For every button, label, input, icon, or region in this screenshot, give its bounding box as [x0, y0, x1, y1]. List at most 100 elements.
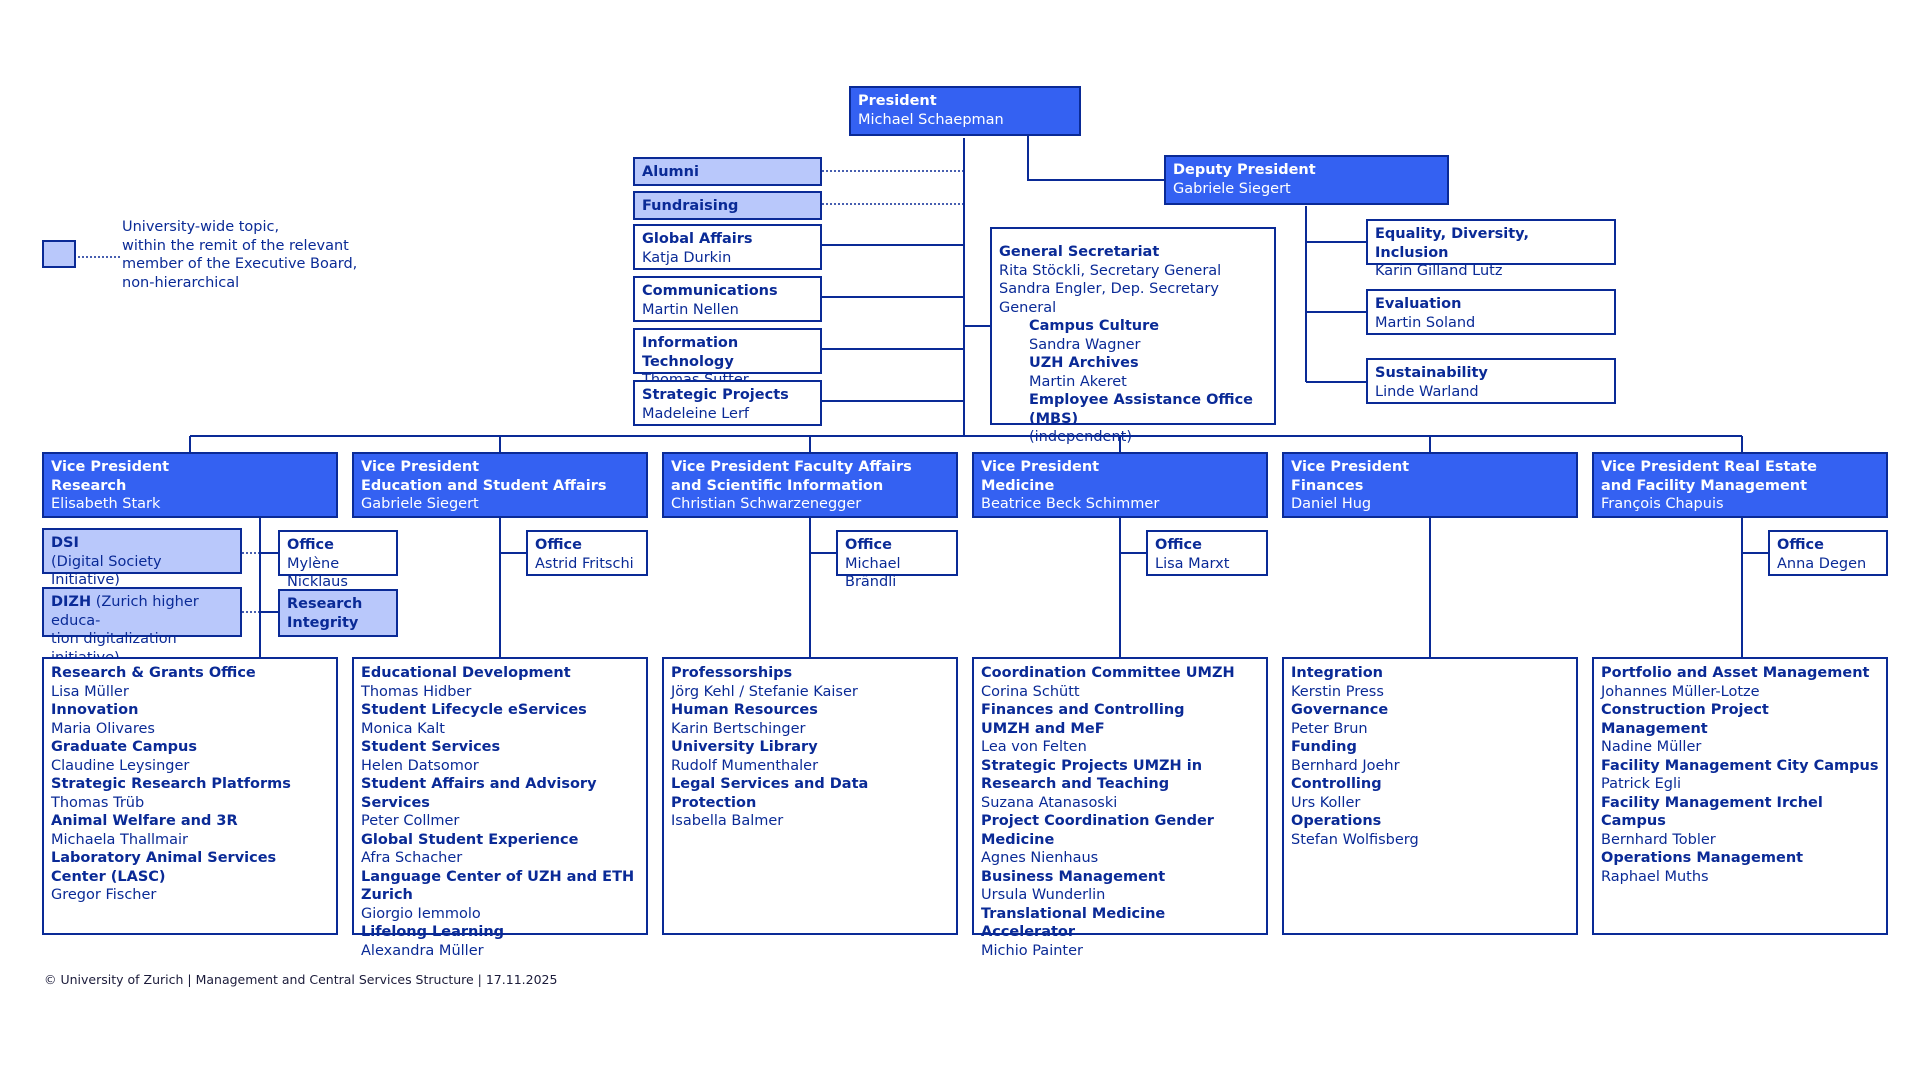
gs-campus-culture-title: Campus Culture [1029, 318, 1160, 334]
legend-line-2: within the remit of the relevant [122, 237, 349, 254]
information-technology-box: Information Technology Thomas Sutter [633, 328, 822, 388]
unit-head: Giorgio Iemmolo [361, 905, 481, 922]
unit-head: Ursula Wunderlin [981, 887, 1106, 903]
office-title: Office [287, 537, 334, 553]
office-title: Office [845, 537, 892, 553]
vp-label: Vice President [361, 459, 480, 475]
unit-head: Corina Schütt [981, 683, 1080, 700]
unit-title: Legal Services and Data Protection [671, 776, 869, 811]
communications-box: Communications Martin Nellen [633, 276, 822, 322]
unit-head: Bernhard Joehr [1291, 757, 1400, 774]
unit-title: Animal Welfare and 3R [51, 813, 238, 829]
dsi-subtitle: (Digital Society Initiative) [51, 553, 162, 589]
unit-title: Controlling [1291, 776, 1382, 792]
gs-campus-culture-name: Sandra Wagner [1029, 336, 1141, 353]
legend-text: University-wide topic, within the remit … [122, 218, 362, 292]
unit-head: Patrick Egli [1601, 776, 1682, 792]
office-name: Astrid Fritschi [535, 555, 634, 572]
unit-head: Lea von Felten [981, 739, 1087, 755]
unit-title: Finances and Controlling [981, 702, 1185, 718]
deputy-president-box: Deputy President Gabriele Siegert [1164, 155, 1449, 205]
office-title: Office [1155, 537, 1202, 553]
unit-title: UMZH and MeF [981, 720, 1105, 737]
edi-box: Equality, Diversity, Inclusion Karin Gil… [1366, 219, 1616, 279]
unit-head: Thomas Hidber [361, 683, 472, 700]
office-title: Office [1777, 537, 1824, 553]
unit-title: Operations [1291, 813, 1382, 829]
dsi-title: DSI [51, 535, 79, 551]
general-secretariat-box: General Secretariat Rita Stöckli, Secret… [990, 227, 1276, 445]
unit-title: Educational Development [361, 665, 571, 681]
unit-head: Maria Olivares [51, 720, 155, 737]
unit-title: Innovation [51, 702, 139, 718]
vp-label: Vice President Real Estate [1601, 459, 1817, 475]
vp-label: Vice President [1291, 459, 1410, 475]
unit-head: Johannes Müller-Lotze [1601, 683, 1760, 700]
unit-title: Facility Management City Campus [1601, 757, 1879, 774]
vp-medicine-box: Vice President Medicine Beatrice Beck Sc… [972, 452, 1268, 518]
vp-name: Elisabeth Stark [51, 496, 161, 512]
vp-portfolio: Research [51, 477, 127, 494]
legend-line-3: member of the Executive Board, [122, 256, 358, 272]
unit-head: Isabella Balmer [671, 813, 784, 829]
unit-head: Bernhard Tobler [1601, 831, 1716, 848]
vp-research-box: Vice President Research Elisabeth Stark [42, 452, 338, 518]
units-faculty-box: Professorships Jörg Kehl / Stefanie Kais… [662, 657, 958, 935]
research-integrity-box: Research Integrity [278, 589, 398, 637]
gs-archives-title: UZH Archives [1029, 355, 1139, 371]
evaluation-box: Evaluation Martin Soland [1366, 289, 1616, 335]
unit-title: Language Center of UZH and ETH Zurich [361, 868, 635, 904]
dizh-first-line: DIZH (Zurich higher educa- [51, 594, 199, 629]
global-affairs-name: Katja Durkin [642, 249, 732, 266]
unit-head: Michaela Thallmair [51, 831, 189, 848]
unit-title: Funding [1291, 739, 1357, 755]
unit-title: Governance [1291, 702, 1389, 718]
unit-title: University Library [671, 739, 818, 755]
unit-head: Monica Kalt [361, 720, 445, 737]
vp-label: Vice President [981, 459, 1100, 475]
vp-education-box: Vice President Education and Student Aff… [352, 452, 648, 518]
unit-title: Integration [1291, 665, 1383, 681]
deputy-title: Deputy President [1173, 162, 1316, 178]
unit-head: Nadine Müller [1601, 739, 1702, 755]
unit-title: Student Lifecycle eServices [361, 702, 587, 718]
unit-head: Gregor Fischer [51, 887, 157, 903]
unit-head: Rudolf Mumenthaler [671, 757, 819, 774]
unit-title: Research & Grants Office [51, 665, 256, 681]
alumni-label: Alumni [642, 164, 699, 180]
unit-head: Stefan Wolfisberg [1291, 831, 1419, 848]
unit-head: Lisa Müller [51, 683, 129, 700]
strategic-projects-box: Strategic Projects Madeleine Lerf [633, 380, 822, 426]
evaluation-title: Evaluation [1375, 296, 1462, 312]
unit-head: Afra Schacher [361, 850, 463, 866]
unit-head: Raphael Muths [1601, 868, 1709, 885]
unit-title: Human Resources [671, 702, 818, 718]
office-medicine-box: Office Lisa Marxt [1146, 530, 1268, 576]
unit-head: Peter Brun [1291, 720, 1368, 737]
unit-head: Karin Bertschinger [671, 720, 806, 737]
edi-name: Karin Gilland Lutz [1375, 263, 1503, 279]
global-affairs-box: Global Affairs Katja Durkin [633, 224, 822, 270]
legend-line-1: University-wide topic, [122, 219, 280, 235]
unit-head: Agnes Nienhaus [981, 850, 1099, 866]
communications-title: Communications [642, 283, 778, 299]
it-title: Information Technology [642, 335, 739, 370]
unit-title: Lifelong Learning [361, 924, 505, 940]
dizh-title: DIZH [51, 594, 92, 610]
fundraising-box: Fundraising [633, 191, 822, 220]
dizh-box: DIZH (Zurich higher educa- tion digitali… [42, 587, 242, 666]
research-integrity-l2: Integrity [287, 614, 359, 631]
vp-name: Beatrice Beck Schimmer [981, 496, 1160, 512]
units-education-box: Educational Development Thomas Hidber St… [352, 657, 648, 959]
unit-title: Student Services [361, 739, 501, 755]
evaluation-name: Martin Soland [1375, 314, 1476, 331]
unit-title: Translational Medicine Accelerator [981, 905, 1166, 941]
footer-copyright: © University of Zurich | Management and … [44, 972, 558, 987]
unit-title: Professorships [671, 665, 793, 681]
units-finances-box: Integration Kerstin Press Governance Pet… [1282, 657, 1578, 935]
office-research-box: Office Mylène Nicklaus [278, 530, 398, 590]
gs-line2: Sandra Engler, Dep. Secretary General [999, 281, 1219, 316]
sustainability-box: Sustainability Linde Warland [1366, 358, 1616, 404]
gs-line1: Rita Stöckli, Secretary General [999, 262, 1222, 279]
vp-name: François Chapuis [1601, 496, 1724, 512]
